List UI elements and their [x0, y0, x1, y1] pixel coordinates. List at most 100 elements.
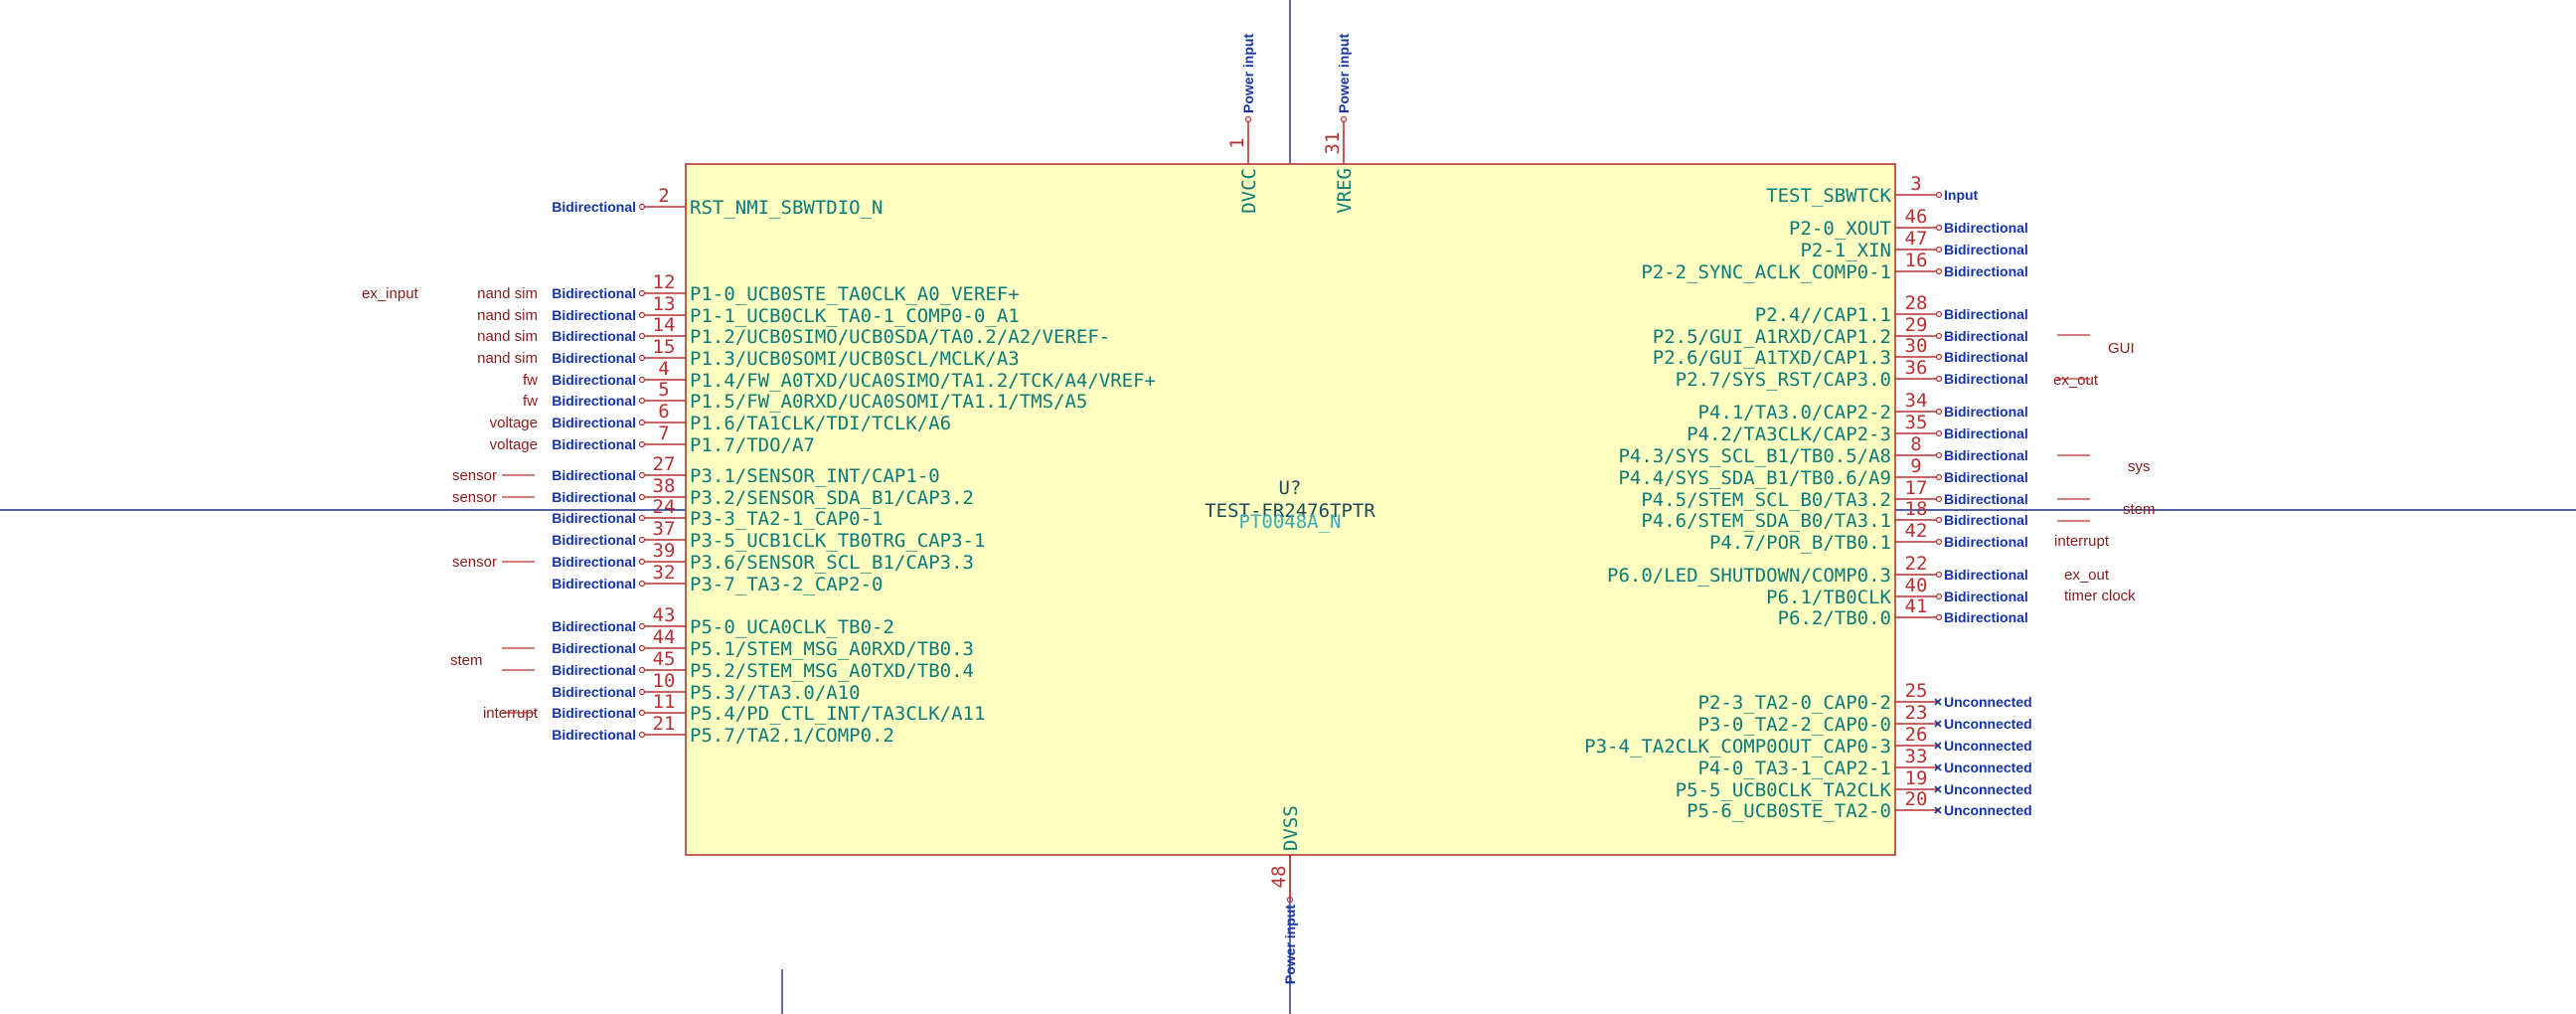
net-label-ex-out-1[interactable]: ex_out [2053, 372, 2099, 389]
pin-name[interactable]: P2-0_XOUT [1789, 218, 1891, 240]
ic-symbol-body[interactable] [685, 163, 1896, 856]
pin-name[interactable]: P2.6/GUI_A1TXD/CAP1.3 [1653, 347, 1891, 369]
electrical-type-label[interactable]: Bidirectional [552, 489, 636, 505]
pin-number[interactable]: 40 [1905, 575, 1928, 596]
net-label[interactable]: voltage [490, 415, 538, 431]
pin-name[interactable]: P4.2/TA3CLK/CAP2-3 [1687, 423, 1891, 445]
net-label[interactable]: nand sim [477, 328, 538, 345]
electrical-type-label[interactable]: Bidirectional [1944, 469, 2028, 485]
electrical-type-label[interactable]: Power input [1282, 905, 1298, 984]
electrical-type-label[interactable]: Bidirectional [552, 510, 636, 526]
pin-number[interactable]: 29 [1905, 314, 1928, 336]
pin-name[interactable]: P5.7/TA2.1/COMP0.2 [690, 725, 894, 747]
pin-number[interactable]: 45 [653, 648, 676, 670]
pin-name[interactable]: P1-1_UCB0CLK_TA0-1_COMP0-0_A1 [690, 305, 1020, 327]
electrical-type-label[interactable]: Bidirectional [1944, 404, 2028, 420]
pin-name[interactable]: P1.3/UCB0SOMI/UCB0SCL/MCLK/A3 [690, 348, 1020, 370]
pin-number[interactable]: 39 [653, 540, 676, 562]
electrical-type-label[interactable]: Bidirectional [1944, 328, 2028, 344]
electrical-type-label[interactable]: Bidirectional [1944, 349, 2028, 365]
electrical-type-label[interactable]: Bidirectional [552, 393, 636, 409]
net-label[interactable]: nand sim [477, 350, 538, 367]
pin-name[interactable]: P3-4_TA2CLK_COMP0OUT_CAP0-3 [1584, 736, 1891, 758]
pin-name[interactable]: P3-0_TA2-2_CAP0-0 [1698, 714, 1891, 736]
pin-name[interactable]: P3.2/SENSOR_SDA_B1/CAP3.2 [690, 487, 974, 509]
component-value[interactable]: TEST-FR2476TPTR [1205, 500, 1375, 522]
electrical-type-label[interactable]: Bidirectional [552, 328, 636, 344]
pin-number[interactable]: 30 [1905, 335, 1928, 357]
pin-name[interactable]: DVSS [1280, 805, 1302, 851]
pin-number[interactable]: 44 [653, 626, 676, 648]
pin-number[interactable]: 19 [1905, 767, 1928, 789]
net-label-timer-clock[interactable]: timer clock [2064, 588, 2136, 604]
net-label[interactable]: voltage [490, 436, 538, 453]
pin-name[interactable]: P1.4/FW_A0TXD/UCA0SIMO/TA1.2/TCK/A4/VREF… [690, 370, 1156, 392]
pin-number[interactable]: 21 [653, 713, 676, 735]
pin-number[interactable]: 18 [1905, 498, 1928, 520]
pin-number[interactable]: 4 [658, 358, 669, 380]
pin-name[interactable]: P1.2/UCB0SIMO/UCB0SDA/TA0.2/A2/VEREF- [690, 326, 1110, 348]
electrical-type-label[interactable]: Bidirectional [1944, 491, 2028, 507]
pin-number[interactable]: 28 [1905, 292, 1928, 314]
pin-name[interactable]: P2.4//CAP1.1 [1755, 304, 1891, 326]
pin-number[interactable]: 27 [653, 453, 676, 475]
pin-name[interactable]: P4.6/STEM_SDA_B0/TA3.1 [1641, 510, 1891, 532]
pin-name[interactable]: P5.1/STEM_MSG_A0RXD/TB0.3 [690, 638, 974, 660]
electrical-type-label[interactable]: Bidirectional [1944, 425, 2028, 441]
pin-number[interactable]: 36 [1905, 357, 1928, 379]
electrical-type-label[interactable]: Bidirectional [1944, 609, 2028, 625]
electrical-type-label[interactable]: Bidirectional [552, 684, 636, 700]
pin-number[interactable]: 37 [653, 518, 676, 540]
electrical-type-label[interactable]: Input [1944, 187, 1979, 203]
electrical-type-label[interactable]: Bidirectional [552, 467, 636, 483]
pin-name[interactable]: P4.3/SYS_SCL_B1/TB0.5/A8 [1618, 445, 1891, 467]
pin-name[interactable]: P5-6_UCB0STE_TA2-0 [1687, 800, 1891, 822]
pin-number[interactable]: 3 [1910, 173, 1921, 195]
pin-number[interactable]: 9 [1910, 455, 1921, 477]
electrical-type-label[interactable]: Bidirectional [552, 532, 636, 548]
electrical-type-label[interactable]: Bidirectional [1944, 242, 2028, 257]
electrical-type-label[interactable]: Unconnected [1944, 716, 2032, 732]
footprint-name[interactable]: PT0048A_N [1239, 511, 1342, 533]
pin-name[interactable]: P1.7/TDO/A7 [690, 434, 815, 456]
pin-name[interactable]: P4.4/SYS_SDA_B1/TB0.6/A9 [1618, 467, 1891, 489]
pin-name[interactable]: P5.3//TA3.0/A10 [690, 682, 861, 704]
pin-number[interactable]: 47 [1905, 228, 1928, 250]
pin-number[interactable]: 20 [1905, 788, 1928, 810]
reference-designator[interactable]: U? [1279, 477, 1302, 499]
pin-name[interactable]: P4.5/STEM_SCL_B0/TA3.2 [1641, 489, 1891, 511]
net-label-gui[interactable]: GUI [2108, 340, 2135, 357]
electrical-type-label[interactable]: Bidirectional [552, 705, 636, 721]
electrical-type-label[interactable]: Power input [1240, 34, 1256, 113]
electrical-type-label[interactable]: Bidirectional [552, 436, 636, 452]
pin-number[interactable]: 6 [658, 401, 669, 422]
pin-name[interactable]: P4.1/TA3.0/CAP2-2 [1698, 402, 1891, 423]
pin-number[interactable]: 31 [1322, 132, 1344, 155]
pin-name[interactable]: P4-0_TA3-1_CAP2-1 [1698, 758, 1891, 779]
net-label[interactable]: sensor [452, 467, 497, 484]
pin-number[interactable]: 41 [1905, 595, 1928, 617]
pin-name[interactable]: P5.2/STEM_MSG_A0TXD/TB0.4 [690, 660, 974, 682]
electrical-type-label[interactable]: Bidirectional [1944, 263, 2028, 279]
electrical-type-label[interactable]: Unconnected [1944, 694, 2032, 710]
electrical-type-label[interactable]: Bidirectional [1944, 306, 2028, 322]
pin-number[interactable]: 34 [1905, 390, 1928, 412]
pin-name[interactable]: P5-0_UCA0CLK_TB0-2 [690, 616, 894, 638]
electrical-type-label[interactable]: Bidirectional [552, 372, 636, 388]
net-label[interactable]: sensor [452, 554, 497, 571]
pin-name[interactable]: P2.7/SYS_RST/CAP3.0 [1676, 369, 1891, 391]
electrical-type-label[interactable]: Unconnected [1944, 781, 2032, 797]
pin-number[interactable]: 26 [1905, 724, 1928, 746]
pin-name[interactable]: P2-1_XIN [1800, 240, 1891, 261]
pin-name[interactable]: P3.6/SENSOR_SCL_B1/CAP3.3 [690, 552, 974, 574]
electrical-type-label[interactable]: Bidirectional [1944, 589, 2028, 604]
electrical-type-label[interactable]: Bidirectional [552, 199, 636, 215]
pin-number[interactable]: 5 [658, 379, 669, 401]
net-label[interactable]: fw [523, 372, 538, 389]
electrical-type-label[interactable]: Bidirectional [1944, 371, 2028, 387]
pin-number[interactable]: 1 [1226, 137, 1248, 148]
pin-name[interactable]: P3-3_TA2-1_CAP0-1 [690, 508, 883, 530]
pin-number[interactable]: 14 [653, 314, 676, 336]
electrical-type-label[interactable]: Bidirectional [552, 727, 636, 743]
